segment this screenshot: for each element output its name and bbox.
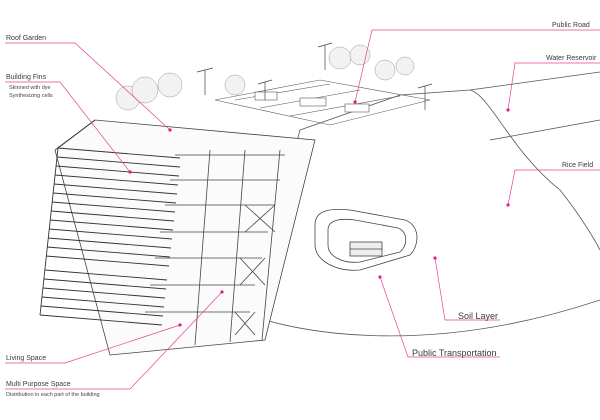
label-soil-layer: Soil Layer (458, 311, 499, 321)
dot-multi-purpose (220, 290, 224, 294)
dot-water-reservoir (506, 108, 510, 112)
dot-living-space (178, 323, 182, 327)
leader-public-road (354, 29, 600, 103)
leader-rice-field (507, 169, 600, 206)
label-building-fins-note1: Skinned with dye (9, 85, 51, 91)
wind-turbines (196, 42, 433, 110)
leader-building-fins (5, 81, 131, 173)
dot-soil-layer (433, 256, 437, 260)
dot-rice-field (506, 203, 510, 207)
leader-water-reservoir (507, 62, 600, 111)
label-rice-field: Rice Field (562, 162, 594, 169)
dot-public-road (353, 100, 357, 104)
dot-building-fins (128, 170, 132, 174)
leader-multi-purpose (5, 291, 223, 390)
label-building-fins: Building Fins (6, 74, 47, 81)
leader-living-space (5, 324, 181, 364)
leader-dots (128, 100, 510, 327)
label-roof-garden: Roof Garden (6, 35, 47, 42)
building-fins (39, 119, 181, 326)
label-public-transportation: Public Transportation (412, 348, 497, 358)
leader-soil-layer (434, 257, 500, 321)
label-water-reservoir: Water Reservoir (546, 55, 597, 62)
building (54, 119, 316, 356)
dot-public-transport (378, 275, 382, 279)
label-living-space: Living Space (6, 355, 47, 362)
tunnel (314, 208, 418, 271)
label-public-road: Public Road (552, 22, 590, 29)
label-building-fins-note2: Synthesizing cells (9, 93, 53, 99)
terrain (249, 71, 600, 337)
leader-lines (5, 29, 600, 390)
label-multi-purpose-note: Distribution in each part of the buildin… (6, 392, 100, 398)
leader-roof-garden (5, 42, 171, 131)
dot-roof-garden (168, 128, 172, 132)
leader-public-transport (379, 276, 500, 358)
roof-road (214, 79, 431, 126)
label-multi-purpose-space: Multi Purpose Space (6, 381, 71, 388)
